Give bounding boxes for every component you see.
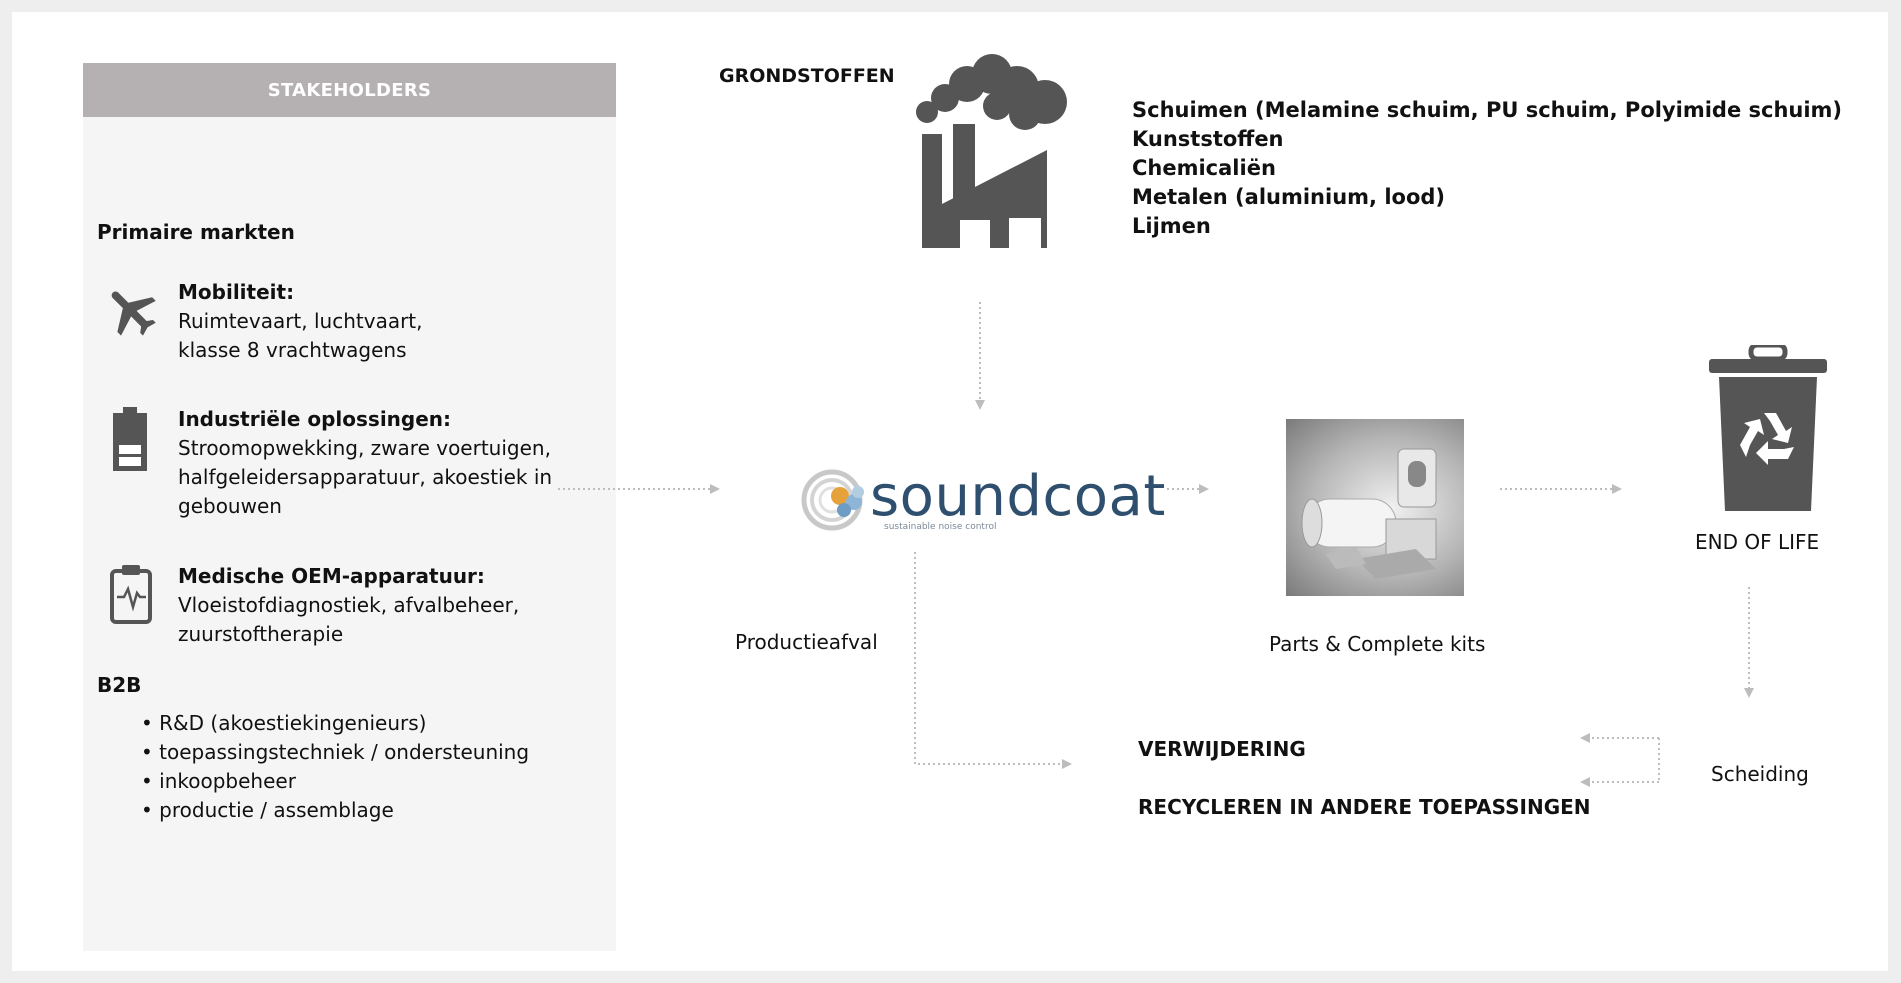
arrow-production-waste-to-outcomes <box>914 552 1072 769</box>
arrow-separation-to-removal <box>1582 738 1660 782</box>
category-mobility: Mobiliteit: Ruimtevaart, luchtvaart, kla… <box>178 277 423 365</box>
raw-material-item: Chemicaliën <box>1132 156 1276 180</box>
list-item: inkoopbeheer <box>141 767 529 796</box>
separation-label: Scheiding <box>1711 762 1809 786</box>
flow-arrows <box>558 302 1754 787</box>
end-of-life-label: END OF LIFE <box>1695 530 1820 554</box>
category-desc-line: Ruimtevaart, luchtvaart, <box>178 309 423 333</box>
battery-icon <box>111 407 149 477</box>
category-title: Industriële oplossingen: <box>178 407 452 431</box>
category-industrial: Industriële oplossingen: Stroomopwekking… <box>178 404 552 521</box>
soundcoat-logo-mark <box>801 469 864 531</box>
removal-label: VERWIJDERING <box>1138 737 1306 761</box>
list-item: productie / assemblage <box>141 796 529 825</box>
production-waste-label: Productieafval <box>735 630 878 654</box>
parts-kits-photo <box>1286 419 1464 596</box>
soundcoat-tagline: sustainable noise control <box>884 522 997 532</box>
raw-material-item: Metalen (aluminium, lood) <box>1132 185 1446 209</box>
category-desc-line: Stroomopwekking, zware voertuigen, <box>178 436 551 460</box>
soundcoat-logo: soundcoat sustainable noise control <box>792 462 1165 538</box>
factory-icon <box>897 54 1077 254</box>
recycle-bin-icon <box>1707 342 1829 517</box>
parts-kits-label: Parts & Complete kits <box>1269 632 1486 656</box>
category-desc-line: Vloeistofdiagnostiek, afvalbeheer, <box>178 593 520 617</box>
raw-materials-list: Schuimen (Melamine schuim, PU schuim, Po… <box>1132 96 1842 241</box>
category-title: Mobiliteit: <box>178 280 295 304</box>
diagram-canvas: STAKEHOLDERS Primaire markten Mobiliteit… <box>12 12 1888 971</box>
category-desc-line: gebouwen <box>178 494 282 518</box>
stakeholders-panel: STAKEHOLDERS Primaire markten Mobiliteit… <box>83 63 616 951</box>
category-desc-line: zuurstoftherapie <box>178 622 344 646</box>
list-item: R&D (akoestiekingenieurs) <box>141 709 529 738</box>
airplane-icon <box>101 279 163 345</box>
soundcoat-logo-text: soundcoat <box>870 464 1166 529</box>
primary-markets-title: Primaire markten <box>97 220 295 244</box>
medical-clipboard-icon <box>109 563 153 629</box>
raw-materials-title: GRONDSTOFFEN <box>719 65 895 87</box>
category-desc-line: klasse 8 vrachtwagens <box>178 338 407 362</box>
raw-material-item: Lijmen <box>1132 214 1211 238</box>
b2b-list: R&D (akoestiekingenieurs) toepassingstec… <box>141 709 529 825</box>
b2b-title: B2B <box>97 673 142 697</box>
list-item: toepassingstechniek / ondersteuning <box>141 738 529 767</box>
raw-material-item: Schuimen (Melamine schuim, PU schuim, Po… <box>1132 98 1843 122</box>
category-medical: Medische OEM-apparatuur: Vloeistofdiagno… <box>178 561 519 649</box>
raw-material-item: Kunststoffen <box>1132 127 1284 151</box>
recycling-label: RECYCLEREN IN ANDERE TOEPASSINGEN <box>1138 795 1591 819</box>
category-desc-line: halfgeleidersapparatuur, akoestiek in <box>178 465 553 489</box>
stakeholders-header: STAKEHOLDERS <box>83 63 616 117</box>
category-title: Medische OEM-apparatuur: <box>178 564 485 588</box>
